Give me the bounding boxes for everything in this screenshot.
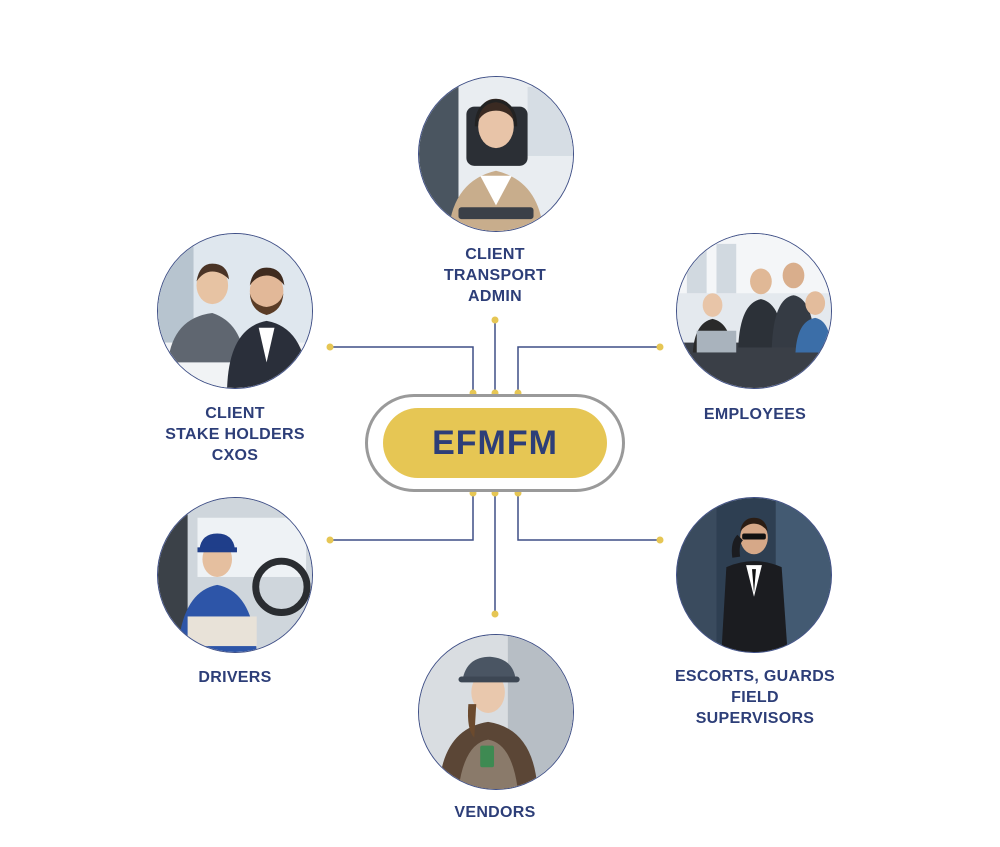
label-line: STAKE HOLDERS bbox=[165, 426, 305, 443]
connector-top-left bbox=[330, 346, 474, 393]
center-pill: EFMFM bbox=[365, 394, 625, 492]
label-line: EMPLOYEES bbox=[703, 406, 807, 423]
label-client-transport-admin: CLIENT TRANSPORT ADMIN bbox=[420, 244, 570, 307]
label-line: ADMIN bbox=[468, 288, 522, 305]
label-line: SUPERVISORS bbox=[695, 710, 815, 727]
label-client-stake-holders: CLIENT STAKE HOLDERS CXOS bbox=[145, 403, 325, 466]
connector-top-right bbox=[517, 346, 660, 393]
drivers-photo bbox=[157, 497, 313, 653]
label-employees: EMPLOYEES bbox=[680, 404, 830, 425]
label-line: CXOS bbox=[211, 447, 259, 464]
connector-dot bbox=[326, 536, 334, 544]
label-line: CLIENT bbox=[465, 246, 525, 263]
label-escorts-guards: ESCORTS, GUARDS FIELD SUPERVISORS bbox=[660, 666, 850, 729]
label-line: ESCORTS, GUARDS bbox=[674, 668, 836, 685]
connector-dot bbox=[326, 343, 334, 351]
connector-bottom-right bbox=[517, 493, 660, 541]
vendors-photo bbox=[418, 634, 574, 790]
label-line: FIELD bbox=[731, 689, 779, 706]
client-transport-admin-photo bbox=[418, 76, 574, 232]
connector-dot bbox=[491, 610, 499, 618]
label-line: DRIVERS bbox=[198, 669, 272, 686]
client-stake-holders-photo bbox=[157, 233, 313, 389]
center-label: EFMFM bbox=[383, 408, 607, 478]
escorts-guards-photo bbox=[676, 497, 832, 653]
connector-dot bbox=[491, 316, 499, 324]
employees-photo bbox=[676, 233, 832, 389]
label-line: CLIENT bbox=[205, 405, 265, 422]
label-line: TRANSPORT bbox=[443, 267, 547, 284]
connector-dot bbox=[656, 536, 664, 544]
label-line: VENDORS bbox=[454, 804, 536, 821]
connector-bottom-left bbox=[330, 493, 474, 541]
connector-dot bbox=[656, 343, 664, 351]
label-drivers: DRIVERS bbox=[160, 667, 310, 688]
label-vendors: VENDORS bbox=[420, 802, 570, 823]
